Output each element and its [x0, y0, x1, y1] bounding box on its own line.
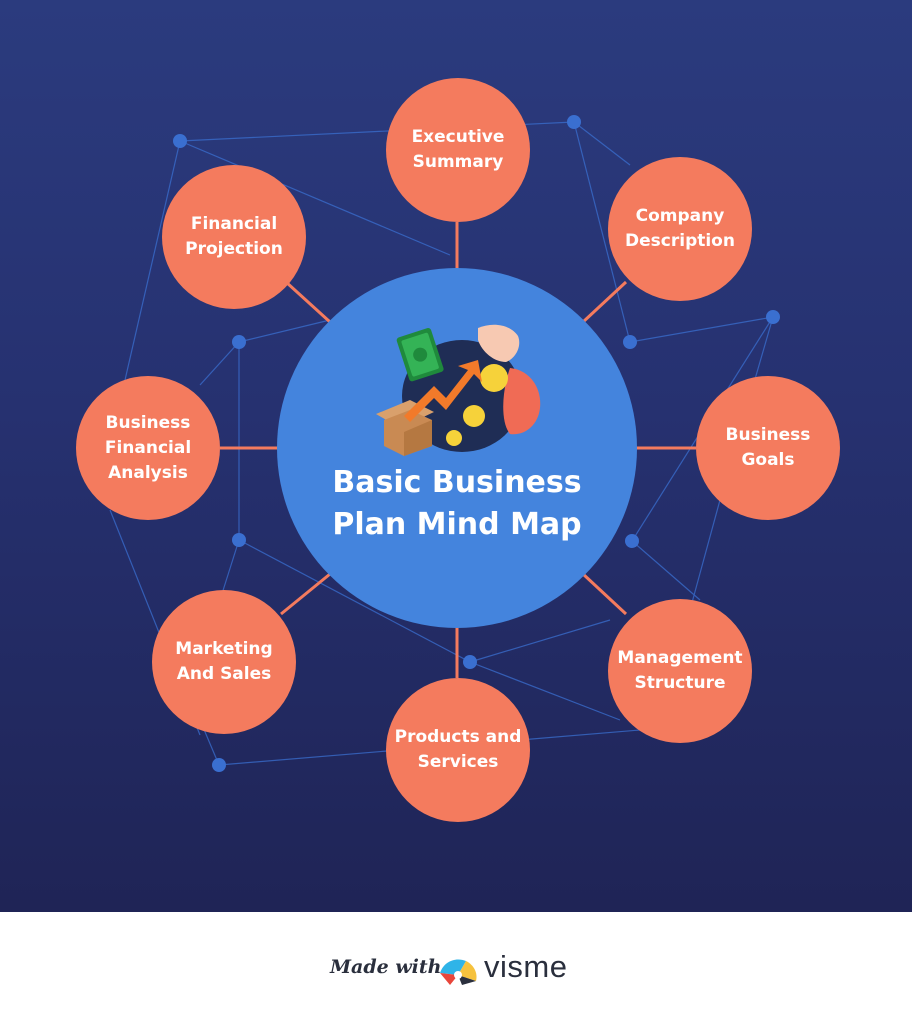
visme-logo-icon[interactable] — [436, 953, 480, 987]
made-with-label: Made with — [330, 956, 442, 978]
money-growth-illustration-icon — [376, 324, 541, 456]
node-label: Business Financial Analysis — [104, 412, 192, 483]
node-label: Financial Projection — [185, 214, 283, 259]
node-label: Marketing And Sales — [175, 639, 273, 684]
node-connectors — [220, 222, 696, 678]
node-label: Management Structure — [617, 648, 743, 693]
node-products-and-services: Products and Services — [386, 678, 530, 822]
node-label: Products and Services — [394, 727, 522, 772]
node-executive-summary: Executive Summary — [386, 78, 530, 222]
node-company-description: Company Description — [608, 157, 752, 301]
visme-brand-name[interactable]: visme — [484, 949, 568, 984]
node-label: Business Goals — [725, 425, 811, 470]
node-business-goals: Business Goals — [696, 376, 840, 520]
node-label: Executive Summary — [411, 127, 505, 172]
mind-map-title: Basic Business Plan Mind Map — [332, 465, 582, 542]
node-marketing-and-sales: Marketing And Sales — [152, 590, 296, 734]
node-financial-projection: Financial Projection — [162, 165, 306, 309]
node-management-structure: Management Structure — [608, 599, 752, 743]
mind-map-canvas: Basic Business Plan Mind Map Executive S… — [0, 0, 912, 912]
node-business-financial-analysis: Business Financial Analysis — [76, 376, 220, 520]
node-label: Company Description — [625, 206, 735, 251]
